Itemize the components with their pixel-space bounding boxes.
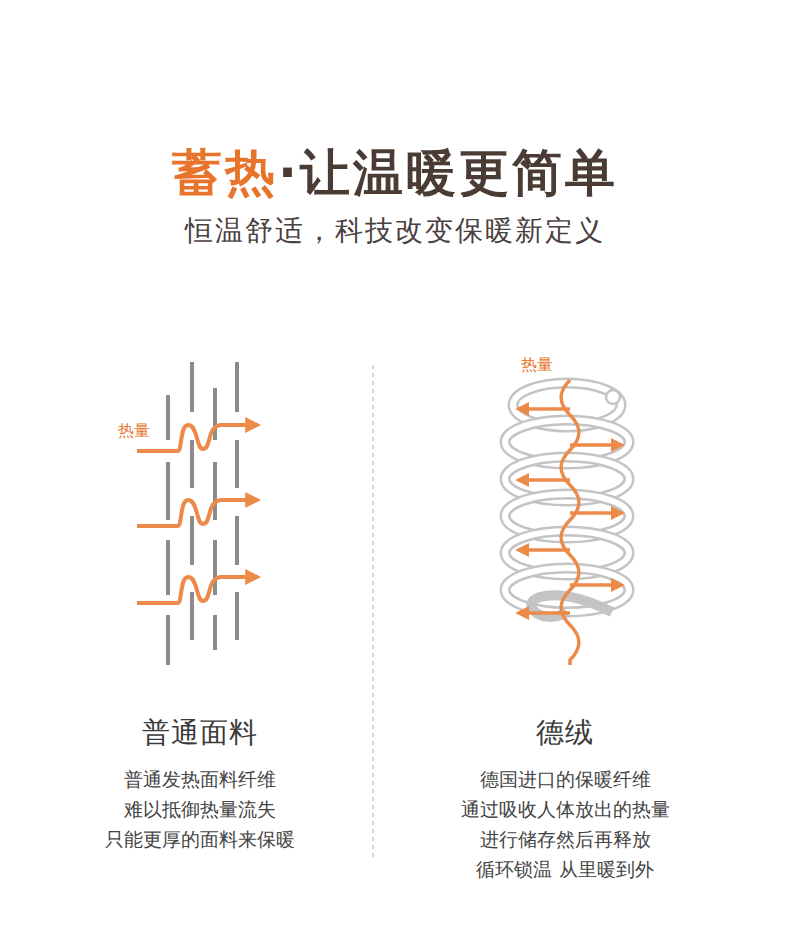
heat-flow [518, 380, 622, 665]
fiber [235, 592, 239, 640]
heat-flow [137, 425, 258, 603]
heat-arrow [137, 500, 258, 526]
heat-arrow [570, 511, 622, 515]
heat-arrow [518, 548, 570, 552]
heat-arrow [570, 583, 622, 587]
coil-turn [505, 568, 629, 612]
coil-turn [505, 568, 629, 612]
column-body: 德国进口的保暖纤维 通过吸收人体放出的热量 进行储存然后再释放 循环锁温 从里暖… [450, 764, 680, 884]
heat-arrow [518, 407, 570, 411]
fiber [166, 540, 170, 595]
heat-label: 热量 [118, 421, 150, 442]
fiber [166, 615, 170, 665]
heat-arrow [137, 577, 258, 603]
heat-arrow [518, 611, 570, 615]
heat-arrow [137, 425, 258, 451]
fiber [190, 592, 194, 640]
fiber [213, 615, 217, 650]
fabric-fibers [168, 362, 237, 665]
subtitle: 恒温舒适，科技改变保暖新定义 [185, 212, 605, 250]
column-heading: 德绒 [536, 714, 594, 752]
fiber [190, 440, 194, 488]
fiber [235, 440, 239, 488]
fiber [213, 462, 217, 520]
fiber [190, 516, 194, 565]
fiber-coil [505, 383, 629, 617]
fiber [235, 362, 239, 412]
divider [372, 365, 373, 860]
fiber [166, 395, 170, 440]
fiber [166, 462, 170, 520]
column-body: 普通发热面料纤维 难以抵御热量流失 只能更厚的面料来保暖 [85, 764, 315, 854]
fiber [190, 362, 194, 412]
page-title: 蓄热·让温暖更简单 [172, 140, 618, 207]
column-heading: 普通面料 [142, 714, 258, 752]
heat-arrow [570, 443, 622, 447]
heat-label: 热量 [521, 355, 553, 376]
coil-end [606, 390, 620, 404]
heat-wave [561, 380, 579, 665]
heat-arrow [518, 478, 570, 482]
fiber [235, 516, 239, 565]
fiber [213, 540, 217, 595]
